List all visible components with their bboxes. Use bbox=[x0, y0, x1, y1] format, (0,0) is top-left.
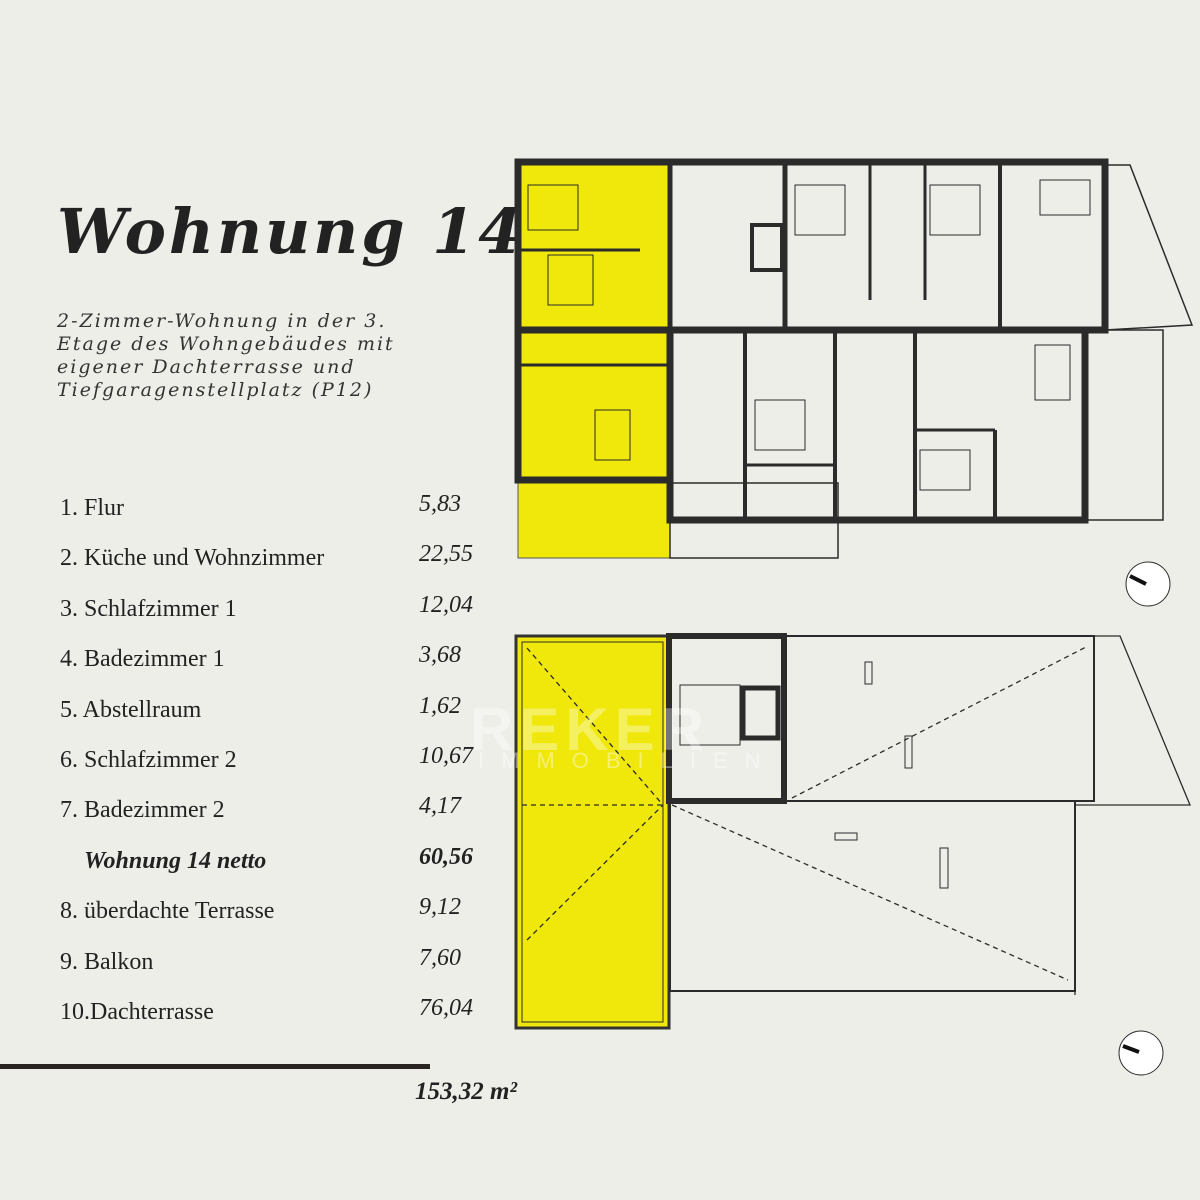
room-row: 9. Balkon 7,60 bbox=[60, 945, 490, 999]
room-area: 4,17 bbox=[419, 793, 461, 820]
apartment-description: 2-Zimmer-Wohnung in der 3. Etage des Woh… bbox=[57, 310, 395, 401]
room-name: 9. Balkon bbox=[60, 948, 154, 975]
roof-plan bbox=[514, 633, 1191, 1030]
room-name: 1. Flur bbox=[60, 495, 125, 521]
room-area: 60,56 bbox=[419, 843, 473, 870]
room-name: 8. überdachte Terrasse bbox=[60, 898, 275, 925]
room-row: 2. Küche und Wohnzimmer 22,55 bbox=[60, 541, 490, 595]
room-area: 9,12 bbox=[419, 894, 461, 921]
room-area: 3,68 bbox=[419, 642, 461, 669]
room-row: 10.Dachterrasse 76,04 bbox=[60, 995, 490, 1049]
balcony-highlight bbox=[517, 482, 671, 559]
room-area: 76,04 bbox=[419, 994, 473, 1021]
roof-terrace-highlight bbox=[514, 634, 671, 1030]
compass-icon-roof bbox=[1118, 1030, 1164, 1076]
room-row: 8. überdachte Terrasse 9,12 bbox=[60, 894, 490, 948]
page-title: Wohnung 14 bbox=[57, 195, 525, 268]
room-name: 6. Schlafzimmer 2 bbox=[60, 746, 237, 773]
room-area: 12,04 bbox=[419, 591, 473, 618]
room-row: 5. Abstellraum 1,62 bbox=[60, 693, 490, 747]
room-row: 1. Flur 5,83 bbox=[60, 491, 490, 545]
watermark-subtitle: IMMOBILIEN bbox=[478, 748, 778, 773]
room-row: 6. Schlafzimmer 2 10,67 bbox=[60, 743, 490, 797]
room-area: 10,67 bbox=[419, 742, 473, 769]
compass-icon-upper bbox=[1125, 561, 1171, 607]
net-total-row: Wohnung 14 netto 60,56 bbox=[60, 844, 490, 898]
watermark-logo: REKER bbox=[470, 696, 711, 763]
room-name: 5. Abstellraum bbox=[60, 696, 202, 723]
room-name: 2. Küche und Wohnzimmer bbox=[60, 545, 325, 572]
room-row: 3. Schlafzimmer 1 12,04 bbox=[60, 592, 490, 646]
total-area: 153,32 m² bbox=[415, 1078, 517, 1105]
room-name: 4. Badezimmer 1 bbox=[60, 646, 225, 673]
upper-floor-plan bbox=[514, 158, 1194, 559]
room-row: 7. Badezimmer 2 4,17 bbox=[60, 793, 490, 847]
room-list: 1. Flur 5,83 2. Küche und Wohnzimmer 22,55… bbox=[60, 491, 490, 1049]
room-area: 22,55 bbox=[419, 541, 473, 568]
room-name: 3. Schlafzimmer 1 bbox=[60, 595, 237, 622]
room-area: 7,60 bbox=[419, 944, 461, 971]
room-name: 10.Dachterrasse bbox=[60, 998, 214, 1025]
room-row: 4. Badezimmer 1 3,68 bbox=[60, 642, 490, 696]
divider-rule bbox=[0, 1064, 430, 1069]
room-name: Wohnung 14 netto bbox=[84, 847, 267, 874]
room-area: 1,62 bbox=[419, 692, 461, 719]
room-name: 7. Badezimmer 2 bbox=[60, 797, 225, 824]
room-area: 5,83 bbox=[419, 491, 461, 517]
